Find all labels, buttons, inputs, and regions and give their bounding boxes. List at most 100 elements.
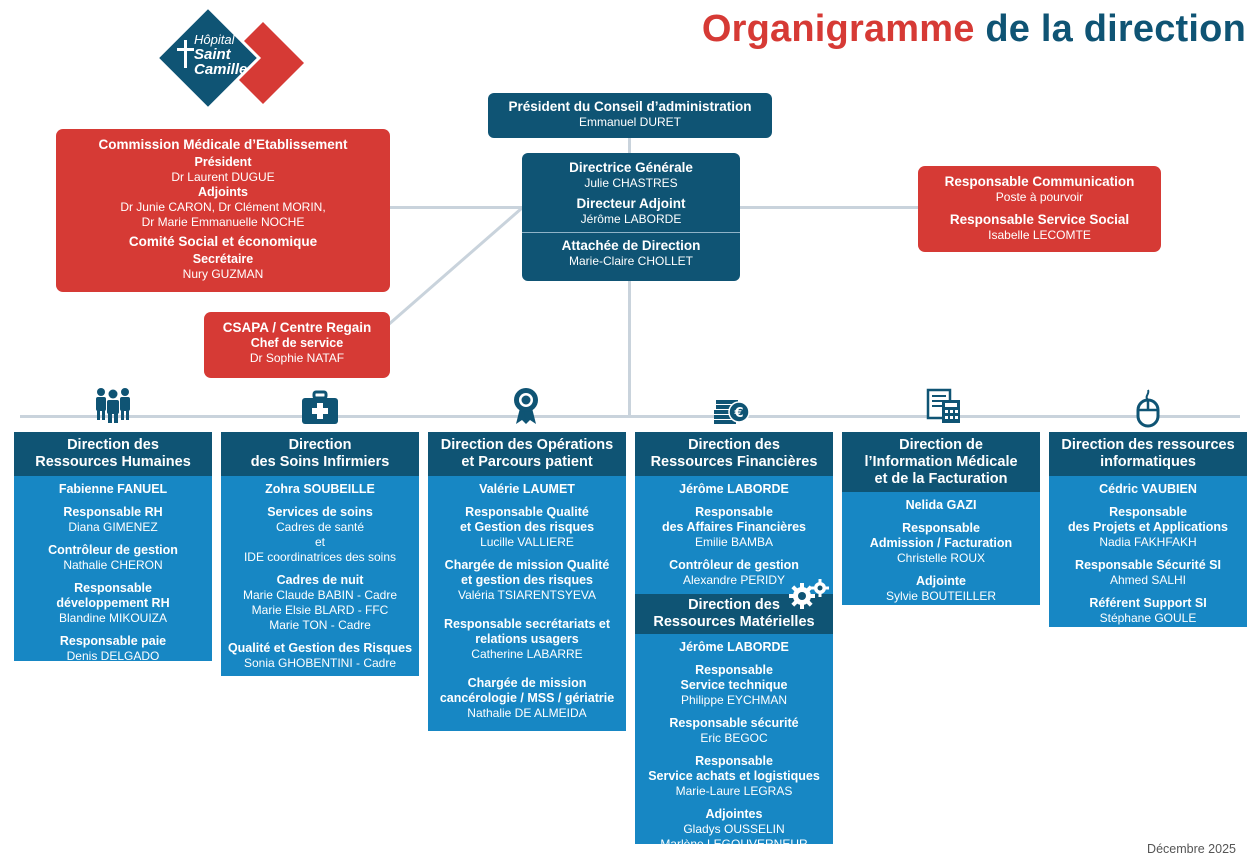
fin-role-title: Responsable — [695, 505, 773, 519]
rh-role-name: Denis DELGADO — [66, 649, 160, 663]
it-role-title: Responsable — [1109, 505, 1187, 519]
ops-header: Direction des Opérations et Parcours pat… — [428, 432, 626, 476]
ops-role-title: et Gestion des risques — [459, 520, 595, 534]
rh-role-name: Nathalie CHERON — [63, 558, 163, 572]
dim-role-title: Admission / Facturation — [869, 536, 1013, 550]
ops-role-title: Responsable Qualité — [465, 505, 589, 519]
comm-title-2: Responsable Service Social — [949, 212, 1130, 227]
dim-header: Direction de l’Information Médicale et d… — [842, 432, 1040, 492]
soins-header-line-2: des Soins Infirmiers — [250, 454, 390, 470]
cse-secretary-label: Secrétaire — [192, 252, 254, 266]
csapa-title: CSAPA / Centre Regain — [222, 320, 372, 335]
rh-role-title: Contrôleur de gestion — [48, 543, 178, 557]
ops-role-name: Lucille VALLIERE — [480, 535, 574, 549]
mat-role-title: Responsable — [695, 663, 773, 677]
gears-icon — [789, 579, 829, 609]
title-part-2: de la direction — [985, 8, 1246, 50]
rh-header-line-1: Direction des — [67, 437, 159, 453]
diagonal-connector — [379, 206, 523, 334]
cme-president-name: Dr Laurent DUGUE — [171, 170, 275, 184]
it-role-name: Nadia FAKHFAKH — [1099, 535, 1197, 549]
president-name: Emmanuel DURET — [578, 115, 682, 129]
it-lead: Cédric VAUBIEN — [1099, 482, 1197, 496]
mat-role-name: Eric BEGOC — [700, 731, 768, 745]
it-header: Direction des ressources informatiques — [1049, 432, 1247, 476]
ops-role-title: relations usagers — [475, 632, 579, 646]
soins-role-line: et — [314, 535, 325, 549]
it-role-title: des Projets et Applications — [1068, 520, 1228, 534]
it-role-title: Référent Support SI — [1089, 596, 1207, 610]
logo-line-1: Hôpital — [194, 32, 235, 47]
divider — [522, 232, 740, 233]
ops-role-name: Valéria TSIARENTSYEVA — [457, 588, 597, 602]
cme-title: Commission Médicale d’Etablissement — [98, 137, 348, 152]
soins-lead: Zohra SOUBEILLE — [265, 482, 375, 496]
logo-line-3: Camille — [194, 61, 248, 78]
soins-header-line-1: Direction — [288, 437, 352, 453]
attachee-title: Attachée de Direction — [561, 238, 701, 253]
cse-secretary-name: Nury GUZMAN — [182, 267, 264, 281]
mat-role-name: Marie-Laure LEGRAS — [675, 784, 793, 798]
csapa-box: CSAPA / Centre Regain Chef de service Dr… — [204, 312, 390, 378]
logo-line-2: Saint — [194, 46, 231, 63]
cme-adjoints-names-2: Dr Marie Emmanuelle NOCHE — [141, 215, 305, 229]
fin-header-line-1: Direction des — [688, 437, 780, 453]
mat-role-title: Service achats et logistiques — [648, 769, 820, 783]
adjoint-title: Directeur Adjoint — [576, 196, 686, 211]
connector-line — [20, 415, 1240, 418]
cme-adjoints-label: Adjoints — [198, 185, 248, 199]
fin-lead: Jérôme LABORDE — [679, 482, 789, 496]
mat-role-name: Gladys OUSSELIN — [683, 822, 785, 836]
communication-box: Responsable Communication Poste à pourvo… — [918, 166, 1161, 252]
hospital-logo: Hôpital Saint Camille — [150, 4, 310, 112]
mat-role-title: Responsable sécurité — [669, 716, 799, 730]
rh-role-title: Responsable — [74, 581, 152, 595]
soins-role-line: Marie TON - Cadre — [269, 618, 371, 632]
ops-lead: Valérie LAUMET — [479, 482, 575, 496]
cme-president-label: Président — [194, 155, 252, 169]
president-box: Président du Conseil d’administration Em… — [488, 93, 772, 138]
cse-title: Comité Social et économique — [128, 234, 318, 249]
adjoint-name: Jérôme LABORDE — [580, 212, 682, 226]
mat-role-title: Responsable — [695, 754, 773, 768]
rh-lead: Fabienne FANUEL — [58, 482, 168, 496]
fin-header: Direction des Ressources Financières — [635, 432, 833, 476]
rh-role-name: Diana GIMENEZ — [68, 520, 158, 534]
dim-role-title: Adjointe — [916, 574, 966, 588]
rh-role-title: développement RH — [56, 596, 170, 610]
dim-role-name: Christelle ROUX — [896, 551, 986, 565]
fin-role-title: des Affaires Financières — [661, 520, 807, 534]
it-header-line-2: informatiques — [1100, 454, 1196, 470]
cme-adjoints-names-1: Dr Junie CARON, Dr Clément MORIN, — [120, 200, 326, 214]
page-title: Organigramme de la direction — [702, 8, 1246, 51]
fin-role-title: Contrôleur de gestion — [669, 558, 799, 572]
president-title: Président du Conseil d’administration — [508, 99, 752, 114]
fin-role-name: Alexandre PERIDY — [682, 573, 786, 587]
dim-header-line-3: et de la Facturation — [874, 470, 1008, 487]
svg-text:€: € — [733, 406, 743, 421]
ops-header-line-2: et Parcours patient — [461, 454, 593, 470]
mat-role-name: Marlène LEGOUVERNEUR — [660, 837, 808, 851]
rh-role-title: Responsable paie — [59, 634, 167, 648]
ops-role-title: Chargée de mission Qualité — [444, 558, 610, 572]
mat-lead: Jérôme LABORDE — [679, 640, 789, 654]
soins-role-line: Marie Elsie BLARD - FFC — [251, 603, 389, 617]
title-part-1: Organigramme — [701, 8, 975, 50]
connector-line — [628, 138, 631, 154]
mat-header-line-2: Ressources Matérielles — [653, 614, 815, 630]
comm-name-1: Poste à pourvoir — [995, 190, 1084, 204]
rh-role-title: Responsable RH — [63, 505, 163, 519]
soins-header: Direction des Soins Infirmiers — [221, 432, 419, 476]
date-label: Décembre 2025 — [1147, 842, 1236, 856]
ops-role-title: cancérologie / MSS / gériatrie — [439, 691, 615, 705]
soins-role-title: Cadres de nuit — [276, 573, 364, 587]
dg-title: Directrice Générale — [569, 160, 693, 175]
ops-role-name: Catherine LABARRE — [471, 647, 583, 661]
it-role-name: Stéphane GOULE — [1099, 611, 1197, 625]
ops-role-title: Responsable secrétariats et — [443, 617, 611, 631]
people-icon — [96, 388, 130, 423]
